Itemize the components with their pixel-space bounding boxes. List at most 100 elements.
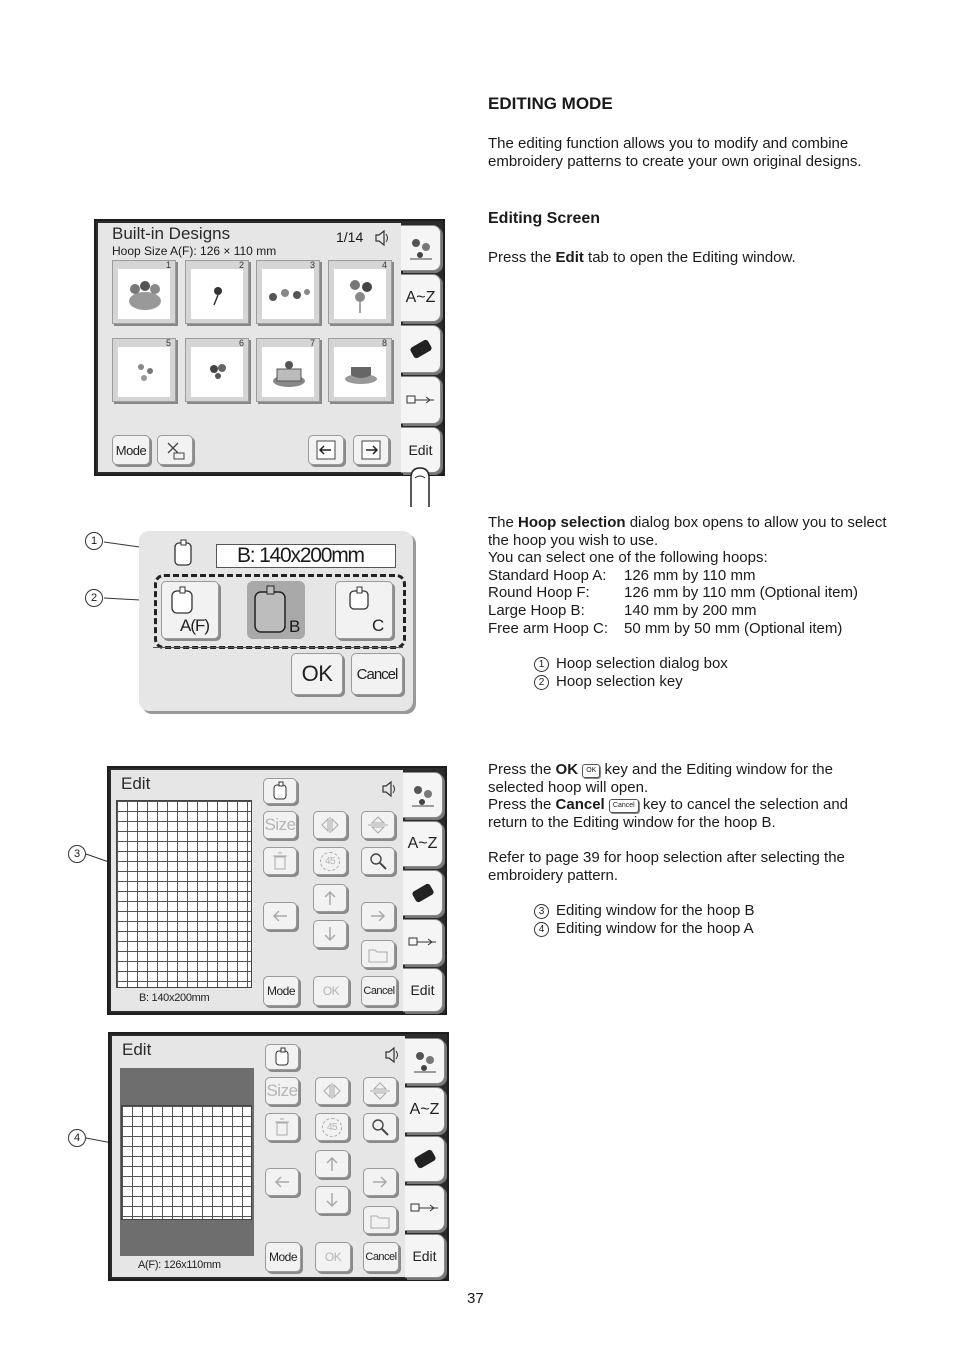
scissors-icon xyxy=(167,442,185,460)
save-button[interactable] xyxy=(361,940,395,968)
hoop-select-button[interactable] xyxy=(263,778,297,804)
design-thumb-5[interactable]: 5 xyxy=(112,338,176,402)
hoop-name: Standard Hoop A: xyxy=(488,566,607,584)
mode-button[interactable]: Mode xyxy=(265,1242,301,1272)
design-thumb-1[interactable]: 1 xyxy=(112,260,176,324)
hoop-key-label: A(F) xyxy=(180,616,210,635)
delete-button[interactable] xyxy=(263,847,297,875)
basket-design-icon xyxy=(129,281,161,310)
legend-number: 4 xyxy=(534,921,549,937)
speaker-icon[interactable] xyxy=(374,229,390,247)
hoop-key-label: C xyxy=(372,616,384,635)
zoom-button[interactable] xyxy=(363,1113,397,1141)
text-run: The xyxy=(488,514,519,531)
finger-pointer-icon xyxy=(410,467,430,507)
trash-icon xyxy=(275,1118,289,1136)
cancel-button[interactable]: Cancel xyxy=(351,653,403,695)
tab-usb[interactable] xyxy=(405,1185,445,1231)
arrow-up-icon xyxy=(326,1156,338,1171)
tab-designs[interactable] xyxy=(403,772,443,818)
design-thumb-6[interactable]: 6 xyxy=(185,338,249,402)
hoop-size: 140 mm by 200 mm xyxy=(624,601,757,619)
edit-panel-a: Edit A(F): 126x110mm Size 45 Mode OK Can… xyxy=(112,1036,405,1277)
zoom-button[interactable] xyxy=(361,847,395,875)
tab-az[interactable]: A~Z xyxy=(401,274,441,322)
move-left-button[interactable] xyxy=(263,902,297,930)
move-down-button[interactable] xyxy=(315,1186,349,1214)
thumb-number: 3 xyxy=(309,260,315,270)
hoop-key-af[interactable]: A(F) xyxy=(161,581,219,639)
tab-edit[interactable]: Edit xyxy=(405,1234,445,1278)
mode-button[interactable]: Mode xyxy=(112,435,150,465)
move-up-button[interactable] xyxy=(313,884,347,912)
thumb-number: 5 xyxy=(165,338,171,348)
tab-eraser[interactable] xyxy=(403,870,443,916)
design-thumb-8[interactable]: 8 xyxy=(328,338,392,402)
tab-edit[interactable]: Edit xyxy=(401,427,441,473)
builtin-title: Built-in Designs xyxy=(112,224,231,243)
move-right-button[interactable] xyxy=(363,1168,397,1196)
hoop-key-b[interactable]: B xyxy=(247,581,305,639)
tab-usb[interactable] xyxy=(403,919,443,965)
speaker-icon[interactable] xyxy=(384,1046,400,1064)
text-run: key and the Editing window for the selec… xyxy=(488,761,833,796)
berries-design-icon xyxy=(210,364,226,379)
mirror-vertical-button[interactable] xyxy=(361,811,395,839)
hoop-name: Large Hoop B: xyxy=(488,601,585,619)
press-edit-paragraph: Press the Edit tab to open the Editing w… xyxy=(488,249,888,267)
move-right-button[interactable] xyxy=(361,902,395,930)
next-page-button[interactable] xyxy=(353,435,389,465)
tab-eraser[interactable] xyxy=(401,325,441,373)
size-button[interactable]: Size xyxy=(263,811,297,839)
design-thumb-4[interactable]: 4 xyxy=(328,260,392,324)
rotate-button[interactable]: 45 xyxy=(313,847,347,875)
hoop-icon xyxy=(171,586,193,614)
size-button[interactable]: Size xyxy=(265,1077,299,1105)
mirror-horizontal-button[interactable] xyxy=(313,811,347,839)
cancel-key-icon: Cancel xyxy=(608,799,639,814)
tab-usb[interactable] xyxy=(401,376,441,424)
move-up-button[interactable] xyxy=(315,1150,349,1178)
mode-button[interactable]: Mode xyxy=(263,976,299,1006)
hoop-grid-b[interactable] xyxy=(116,800,252,988)
hoop-icon xyxy=(349,586,369,610)
callout-4: 4 xyxy=(68,1129,86,1147)
callout-1: 1 xyxy=(85,532,103,550)
move-left-button[interactable] xyxy=(265,1168,299,1196)
mirror-vertical-button[interactable] xyxy=(363,1077,397,1105)
design-thumb-3[interactable]: 3 xyxy=(256,260,320,324)
save-button[interactable] xyxy=(363,1206,397,1234)
ok-button[interactable]: OK xyxy=(291,653,343,695)
hoop-key-c[interactable]: C xyxy=(335,581,393,639)
text-bold: OK xyxy=(555,761,579,778)
eraser-icon xyxy=(409,339,432,359)
tab-az[interactable]: A~Z xyxy=(403,821,443,867)
speaker-icon[interactable] xyxy=(381,780,397,798)
hoop-size: 50 mm by 50 mm (Optional item) xyxy=(624,619,843,637)
hoop-icon xyxy=(254,585,286,633)
tab-az[interactable]: A~Z xyxy=(405,1087,445,1133)
prev-page-button[interactable] xyxy=(308,435,344,465)
design-thumb-7[interactable]: 7 xyxy=(256,338,320,402)
move-down-button[interactable] xyxy=(313,920,347,948)
design-thumb-2[interactable]: 2 xyxy=(185,260,249,324)
mirror-horizontal-button[interactable] xyxy=(315,1077,349,1105)
arrow-left-icon xyxy=(272,910,287,922)
tab-eraser[interactable] xyxy=(405,1136,445,1182)
cancel-button[interactable]: Cancel xyxy=(361,976,397,1006)
rotate-icon: 45 xyxy=(321,1117,343,1137)
cancel-button[interactable]: Cancel xyxy=(363,1242,399,1272)
ok-button[interactable]: OK xyxy=(315,1242,351,1272)
tab-designs[interactable] xyxy=(401,225,441,271)
mirror-horizontal-icon xyxy=(323,1083,341,1099)
scissors-thread-button[interactable] xyxy=(157,435,193,465)
hoop-grid-a[interactable] xyxy=(121,1105,252,1220)
tab-designs[interactable] xyxy=(405,1038,445,1084)
hoop-select-button[interactable] xyxy=(265,1044,299,1070)
ok-button[interactable]: OK xyxy=(313,976,349,1006)
delete-button[interactable] xyxy=(265,1113,299,1141)
rotate-button[interactable]: 45 xyxy=(315,1113,349,1141)
tab-edit[interactable]: Edit xyxy=(403,968,443,1012)
